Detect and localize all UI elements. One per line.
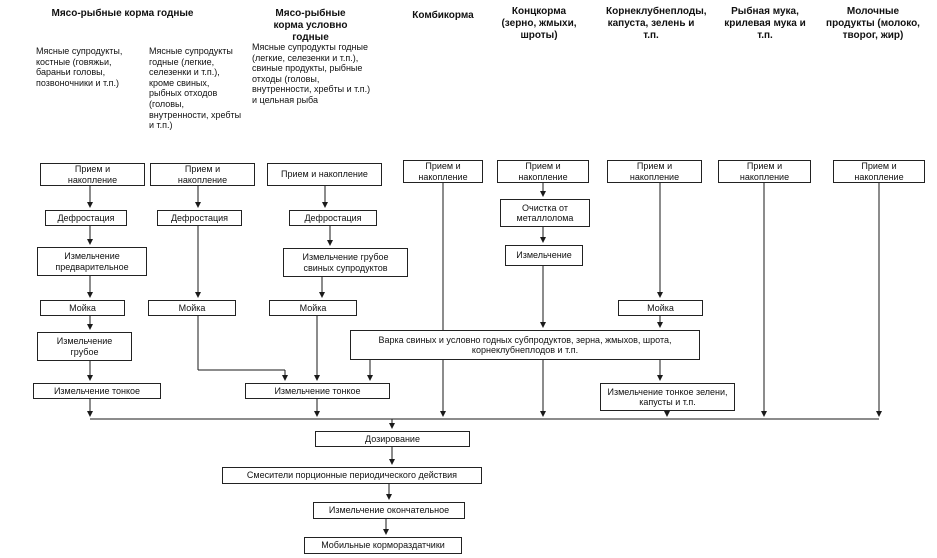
box-priem-nakoplenie-2: Прием и накопление — [150, 163, 255, 186]
box-mojka-1: Мойка — [40, 300, 125, 316]
box-priem-nakoplenie-8: Прием и накопление — [833, 160, 925, 183]
column-header-5: Корнеклубнеплоды, капуста, зелень и т.п. — [606, 6, 707, 41]
box-smesiteli: Смесители порционные периодического дейс… — [222, 467, 482, 484]
box-izmelchenie-okonchatelnoe: Измельчение окончательное — [313, 502, 465, 519]
box-mojka-4: Мойка — [618, 300, 703, 316]
box-defrostacija-1: Дефростация — [45, 210, 127, 226]
column-header-6: Рыбная мука, крилевая мука и т.п. — [724, 6, 806, 41]
column-subheader-1: Мясные супродукты, костные (говяжьи, бар… — [36, 46, 123, 88]
box-izmelchenie-konckorma: Измельчение — [505, 245, 583, 266]
box-mojka-3: Мойка — [269, 300, 357, 316]
column-header-4: Концкорма (зерно, жмыхи, шроты) — [501, 6, 577, 41]
box-izmelchenie-gruboe-svinyh: Измельчение грубое свиных супродуктов — [283, 248, 408, 277]
box-ochistka-ot-metalloloma: Очистка от металлолома — [500, 199, 590, 227]
box-priem-nakoplenie-6: Прием и накопление — [607, 160, 702, 183]
column-header-2: Мясо-рыбные корма условно годные — [273, 8, 348, 43]
box-defrostacija-3: Дефростация — [289, 210, 377, 226]
box-izmelchenie-gruboe: Измельчение грубое — [37, 332, 132, 361]
column-header-3: Комбикорма — [412, 10, 474, 21]
box-izmelchenie-tonkoe-1: Измельчение тонкое — [33, 383, 161, 399]
box-priem-nakoplenie-5: Прием и накопление — [497, 160, 589, 183]
box-priem-nakoplenie-3: Прием и накопление — [267, 163, 382, 186]
column-subheader-2: Мясные супродукты годные (легкие, селезе… — [149, 46, 242, 131]
box-priem-nakoplenie-4: Прием и накопление — [403, 160, 483, 183]
box-izmelchenie-predvaritelnoe: Измельчение предварительное — [37, 247, 147, 276]
column-subheader-3: Мясные супродукты годные (легкие, селезе… — [252, 42, 371, 106]
box-dozirovanie: Дозирование — [315, 431, 470, 447]
box-mojka-2: Мойка — [148, 300, 236, 316]
box-izmelchenie-tonkoe-2: Измельчение тонкое — [245, 383, 390, 399]
box-varka: Варка свиных и условно годных субпродукт… — [350, 330, 700, 360]
box-defrostacija-2: Дефростация — [157, 210, 242, 226]
box-priem-nakoplenie-7: Прием и накопление — [718, 160, 811, 183]
box-priem-nakoplenie-1: Прием и накопление — [40, 163, 145, 186]
box-izmelchenie-tonkoe-zeleni: Измельчение тонкое зелени, капусты и т.п… — [600, 383, 735, 411]
column-header-1: Мясо-рыбные корма годные — [51, 8, 194, 19]
box-mobilnye-kormorazdatchiki: Мобильные кормораздатчики — [304, 537, 462, 554]
column-header-7: Молочные продукты (молоко, творог, жир) — [826, 6, 920, 41]
